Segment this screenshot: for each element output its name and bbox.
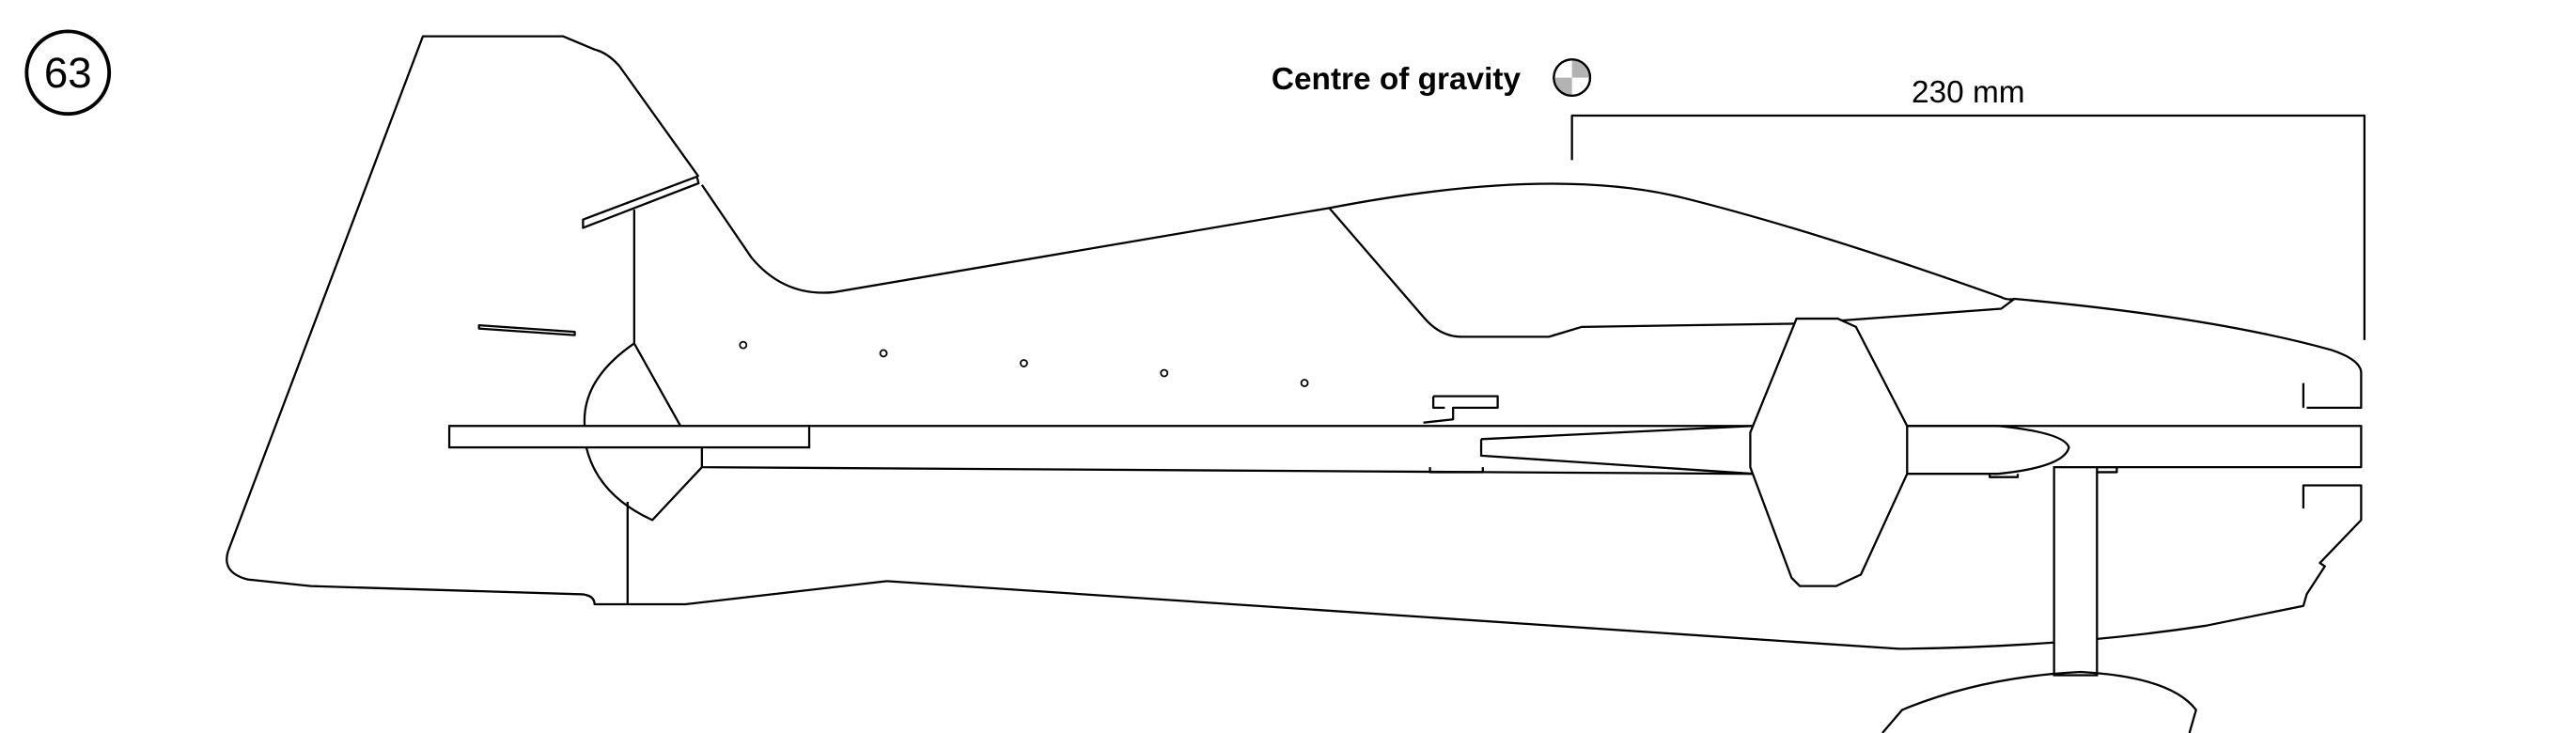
cg-legend: Centre of gravity: [1272, 58, 1592, 98]
airplane-outline: [226, 35, 2363, 733]
dimension-bracket: 230 mm: [1570, 75, 2366, 340]
cg-symbol-icon: [1553, 58, 1592, 98]
step-number: 63: [44, 49, 92, 97]
dimension-label: 230 mm: [1912, 75, 2025, 110]
cg-label: Centre of gravity: [1272, 62, 1522, 97]
step-badge: 63: [24, 29, 112, 117]
